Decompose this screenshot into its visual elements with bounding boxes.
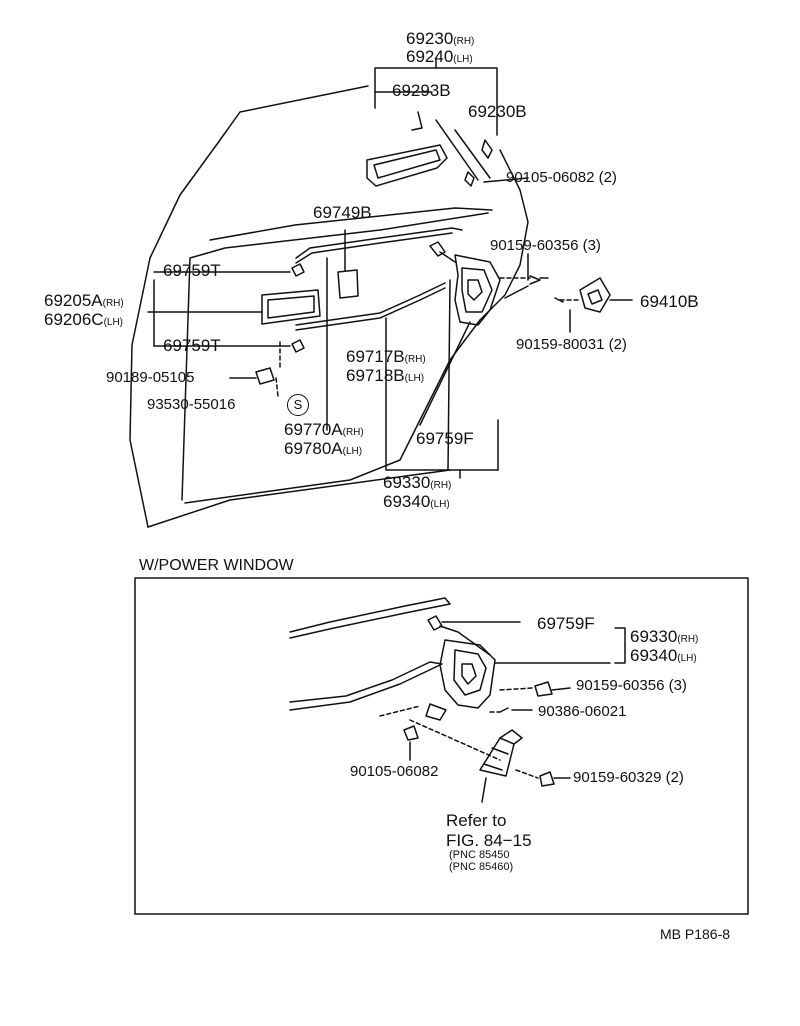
label-93530-55016: 93530-55016 — [147, 396, 236, 413]
label-69717b-rh: (RH) — [404, 354, 426, 365]
label-90105-06082-top: 90105-06082 (2) — [506, 169, 617, 186]
label-69770a-rh: (RH) — [342, 427, 364, 438]
pw-label-69340-lh: (LH) — [677, 653, 697, 664]
label-90159-60356-top: 90159-60356 (3) — [490, 237, 601, 254]
pnc-85450: (PNC 85450 — [449, 849, 510, 861]
door-outline — [129, 85, 369, 528]
label-69230: 69230 — [406, 29, 454, 48]
power-window-header: W/POWER WINDOW — [139, 557, 294, 574]
door-lock-upper — [454, 254, 501, 326]
label-69340-lh: (LH) — [430, 499, 450, 510]
label-69205a-rh: (RH) — [102, 298, 124, 309]
label-69759t-a: 69759T — [163, 261, 221, 280]
pw-rod-upper — [289, 597, 451, 639]
label-69718b: 69718B — [346, 366, 405, 385]
label-69330-rh: (RH) — [430, 480, 452, 491]
pw-label-90105-06082: 90105-06082 — [350, 763, 439, 780]
rod-upper — [295, 227, 463, 259]
label-69205a: 69205A — [44, 291, 103, 310]
door-rear-edge — [184, 149, 529, 504]
label-69770a: 69770A — [284, 420, 343, 439]
label-90189-05105: 90189-05105 — [106, 369, 195, 386]
striker-69410b — [579, 277, 611, 313]
label-69410b: 69410B — [640, 292, 699, 311]
part-69749b — [337, 269, 359, 299]
figure-code: MB P186-8 — [660, 926, 731, 942]
door-bottom-edge — [147, 469, 451, 528]
pw-label-90386-06021: 90386-06021 — [538, 703, 627, 720]
label-69780a-lh: (LH) — [342, 446, 363, 457]
label-69240: 69240 — [406, 47, 454, 66]
lock-actuator — [479, 737, 515, 777]
outside-handle — [366, 144, 448, 187]
label-69230b: 69230B — [468, 102, 527, 121]
label-69717b: 69717B — [346, 347, 405, 366]
label-69240-lh: (LH) — [453, 54, 473, 65]
rod-lower — [295, 287, 446, 331]
label-69759t-b: 69759T — [163, 336, 221, 355]
label-69206c-lh: (LH) — [103, 317, 124, 328]
pw-label-90159-60356: 90159-60356 (3) — [576, 677, 687, 694]
pw-label-69330-rh: (RH) — [677, 634, 699, 645]
label-69718b-lh: (LH) — [404, 373, 425, 384]
label-69330: 69330 — [383, 473, 431, 492]
door-inner-edge — [181, 212, 489, 501]
pnc-85460: (PNC 85460) — [449, 861, 514, 873]
label-69749b: 69749B — [313, 203, 372, 222]
s-symbol: S — [287, 394, 309, 416]
pw-label-90159-60329: 90159-60329 (2) — [573, 769, 684, 786]
inside-handle — [261, 289, 321, 325]
power-window-frame — [134, 577, 749, 915]
label-69206c: 69206C — [44, 310, 104, 329]
label-69340: 69340 — [383, 492, 431, 511]
label-69230-rh: (RH) — [453, 36, 475, 47]
label-69293b: 69293B — [392, 81, 451, 100]
pw-label-69330: 69330 — [630, 627, 678, 646]
fig-reference: FIG. 84−15 — [446, 831, 532, 850]
pw-rod-lower — [289, 661, 443, 711]
label-69759f: 69759F — [416, 429, 474, 448]
label-90159-80031: 90159-80031 (2) — [516, 336, 627, 353]
label-69780a: 69780A — [284, 439, 343, 458]
refer-to-text: Refer to — [446, 811, 507, 830]
door-lock-lower — [439, 639, 496, 709]
pw-label-69340: 69340 — [630, 646, 678, 665]
pw-label-69759f: 69759F — [537, 614, 595, 633]
